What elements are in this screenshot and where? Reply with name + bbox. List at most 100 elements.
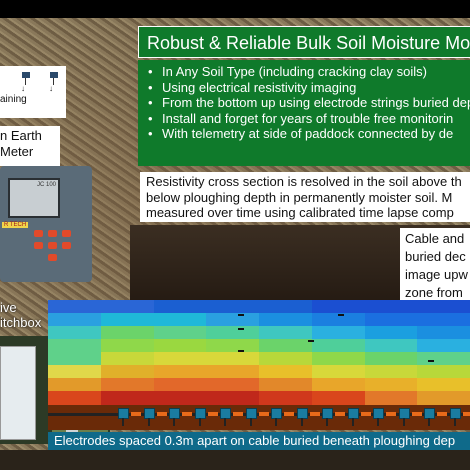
cable-connector <box>258 412 269 416</box>
device-brand-label: R TECH <box>2 222 29 228</box>
section-marker <box>238 314 244 316</box>
section-cell <box>100 300 155 314</box>
section-marker <box>238 328 244 330</box>
section-cell <box>206 378 260 392</box>
electrode-icon <box>245 408 257 426</box>
cable-connector <box>284 412 294 416</box>
section-cell <box>100 326 155 340</box>
electrode-icon <box>118 408 129 426</box>
section-cell <box>364 313 419 327</box>
section-cell <box>311 339 366 353</box>
section-cell <box>206 352 260 366</box>
section-cell <box>206 300 260 314</box>
draining-label: aining <box>0 94 27 105</box>
device-keypad <box>26 226 86 276</box>
section-cell <box>417 378 470 392</box>
cable-connector <box>335 412 345 416</box>
electrode-icon <box>347 408 359 426</box>
section-cell <box>153 300 208 314</box>
device-key <box>62 230 71 237</box>
meter-caption: n Earth Meter <box>0 126 60 166</box>
device-key <box>34 242 43 249</box>
section-marker <box>308 340 314 342</box>
bullet-item: With telemetry at side of paddock connec… <box>148 126 470 142</box>
section-cell <box>153 365 208 379</box>
section-cell <box>206 339 260 353</box>
section-cell <box>259 391 313 405</box>
section-cell <box>311 326 366 340</box>
device-screen: JC 100 <box>8 178 60 218</box>
section-cell <box>417 300 470 314</box>
electrode-icon <box>194 408 206 426</box>
section-cell <box>206 365 260 379</box>
section-cell <box>153 391 208 405</box>
electrode-icon <box>143 408 155 426</box>
section-cell <box>311 378 366 392</box>
cable-line-4: zone from <box>405 285 463 300</box>
section-cell <box>206 326 260 340</box>
switchbox-line-1: ive <box>0 300 17 315</box>
section-cell <box>417 313 470 327</box>
cable-connector <box>386 412 396 416</box>
section-cell <box>311 365 366 379</box>
resistivity-description: Resistivity cross section is resolved in… <box>140 172 470 222</box>
cable-connector <box>207 412 218 416</box>
cable-connector <box>309 412 320 416</box>
device-key <box>48 230 57 237</box>
section-cell <box>259 352 313 366</box>
section-cell <box>48 339 102 353</box>
section-marker <box>238 350 244 352</box>
section-cell <box>259 365 313 379</box>
section-cell <box>206 313 260 327</box>
meter-line-1: n Earth <box>0 128 42 143</box>
device-key <box>62 242 71 249</box>
meter-line-2: Meter <box>0 144 34 159</box>
electrode-icon <box>271 408 282 426</box>
section-marker <box>428 360 434 362</box>
section-cell <box>364 339 419 353</box>
bullet-item: Install and forget for years of trouble … <box>148 111 470 127</box>
electrode-icon <box>296 408 308 426</box>
electrode-icon <box>398 408 410 426</box>
section-cell <box>153 326 208 340</box>
device-key <box>48 242 57 249</box>
section-cell <box>364 365 419 379</box>
section-marker <box>338 314 344 316</box>
electrode-icon <box>220 408 231 426</box>
top-bar <box>0 0 470 18</box>
section-cell <box>311 313 366 327</box>
section-cell <box>311 300 366 314</box>
resistivity-cross-section <box>48 300 470 430</box>
switchbox-enclosure <box>0 346 36 440</box>
section-cell <box>364 378 419 392</box>
section-cell <box>48 365 102 379</box>
section-cell <box>153 378 208 392</box>
cable-line-1: Cable and <box>405 231 465 246</box>
cable-connector <box>437 412 447 416</box>
electrode-icon <box>169 408 180 426</box>
bullet-item: In Any Soil Type (including cracking cla… <box>148 64 470 80</box>
section-cell <box>417 391 470 405</box>
bullet-item: From the bottom up using electrode strin… <box>148 95 470 111</box>
section-cell <box>259 300 313 314</box>
cable-connector <box>156 412 167 416</box>
section-cell <box>259 339 313 353</box>
feature-list: In Any Soil Type (including cracking cla… <box>138 60 470 166</box>
cable-line-3: image upw <box>405 267 468 282</box>
footer-strip <box>0 450 470 470</box>
section-cell <box>100 339 155 353</box>
soil-sensor-icon: ↓ <box>21 72 30 93</box>
earth-meter-device: JC 100 R TECH <box>0 166 92 282</box>
electrode-icon <box>373 408 384 426</box>
cable-connector <box>131 412 141 416</box>
section-cell <box>417 365 470 379</box>
section-cell <box>100 313 155 327</box>
section-cell <box>48 352 102 366</box>
cable-line-2: buried dec <box>405 249 466 264</box>
section-cell <box>48 326 102 340</box>
soil-sensor-icon: ↓ <box>49 72 58 93</box>
section-cell <box>311 391 366 405</box>
slide-title: Robust & Reliable Bulk Soil Moisture Mon <box>138 26 470 58</box>
device-key <box>34 230 43 237</box>
